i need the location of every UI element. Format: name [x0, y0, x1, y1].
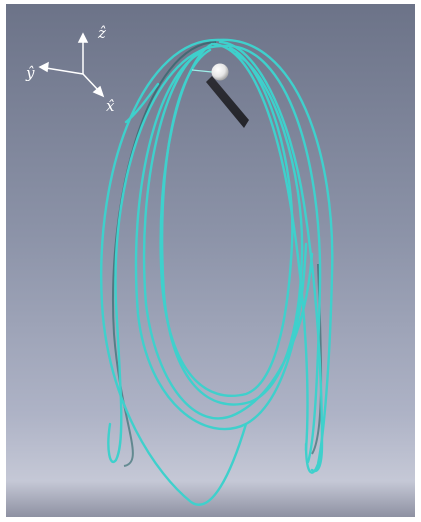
x-axis-label: x̂ [106, 99, 114, 114]
x-axis-line [83, 74, 99, 91]
scene-drawing [6, 4, 415, 517]
y-axis-arrow-icon [40, 63, 48, 71]
x-axis-arrow-icon [94, 87, 103, 96]
y-axis-label: ŷ [26, 66, 34, 81]
looping-trajectory [101, 40, 332, 505]
sphere-shadow [206, 76, 249, 128]
sphere [212, 64, 229, 81]
trajectory-loop-1 [101, 40, 246, 505]
z-axis-arrow-icon [79, 34, 87, 42]
z-axis-label: ẑ [98, 26, 106, 41]
y-axis-line [46, 68, 83, 74]
render-scene: ẑ ŷ x̂ [6, 4, 415, 517]
axes-triad [40, 34, 103, 96]
sphere-tether [192, 70, 212, 72]
